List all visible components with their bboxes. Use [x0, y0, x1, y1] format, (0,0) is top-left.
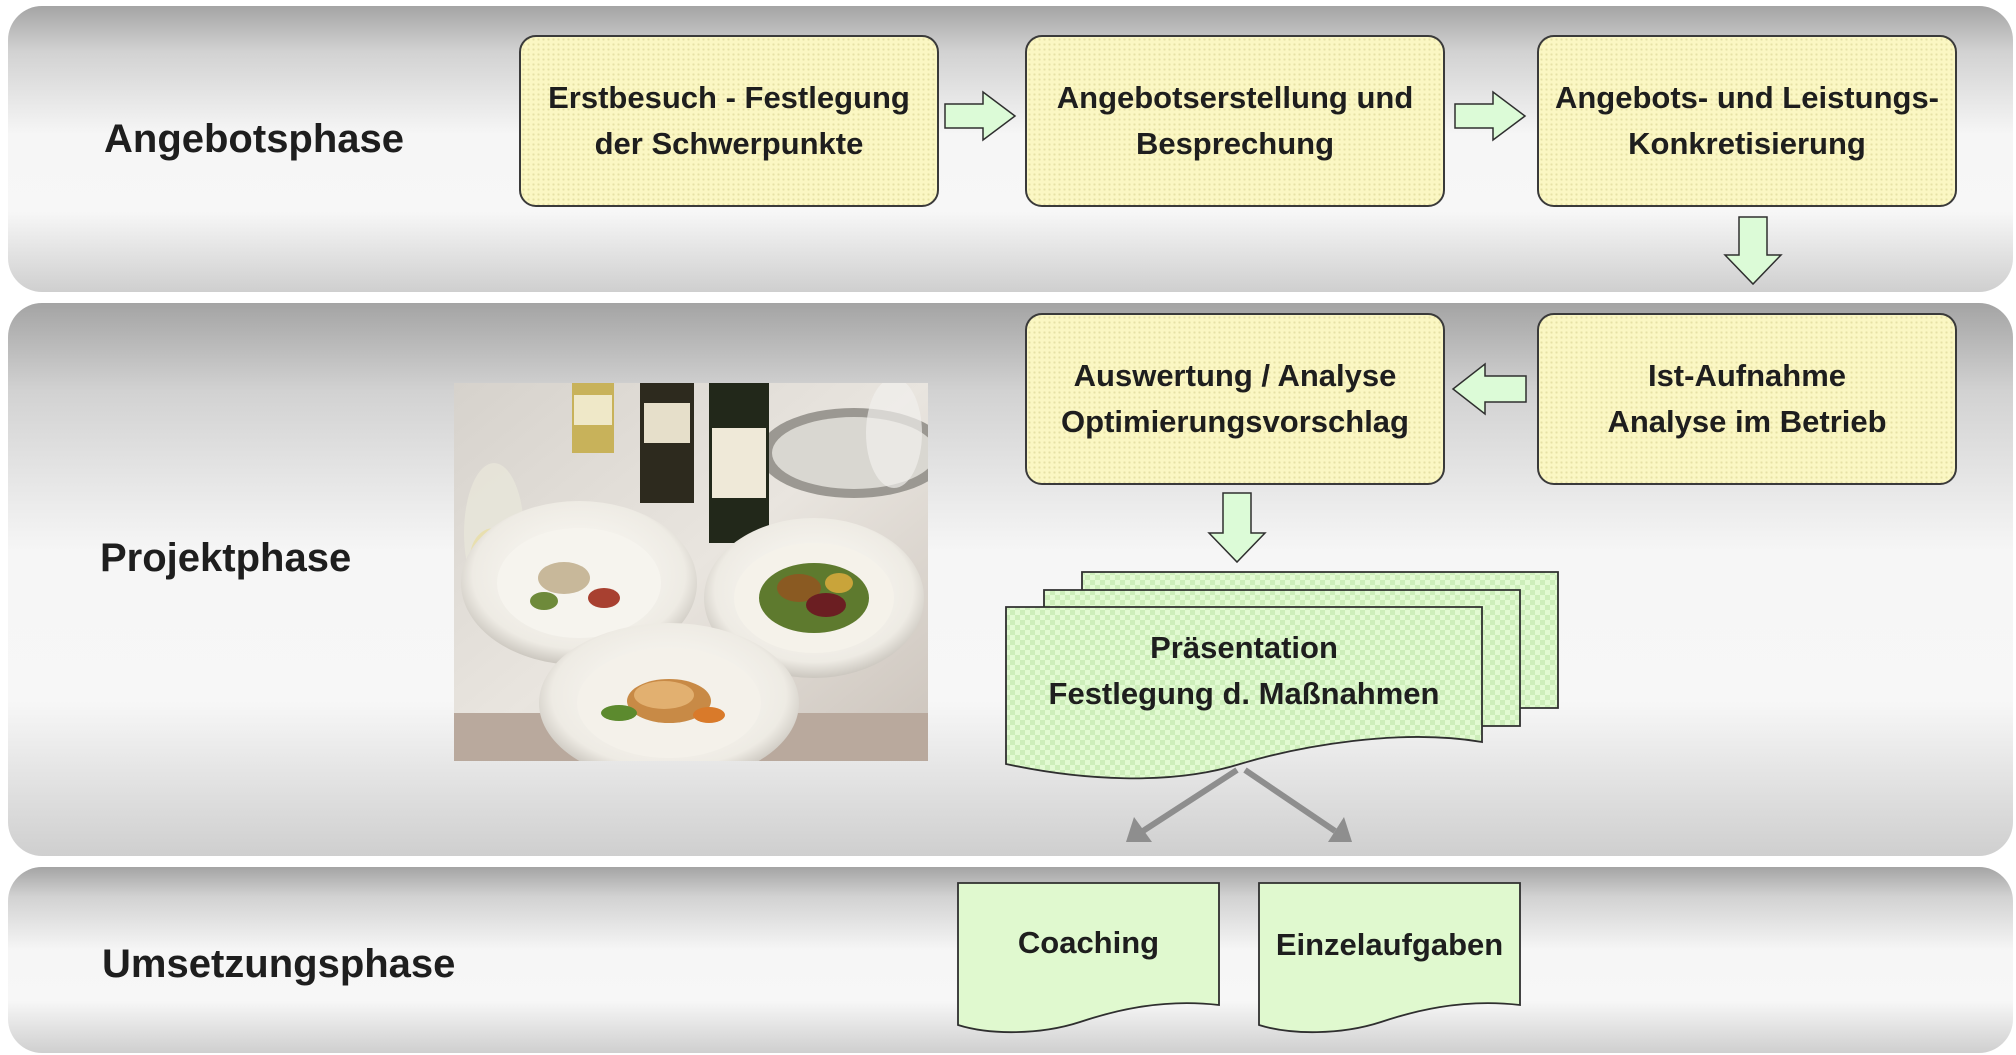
step-offer-specification-label: Angebots- und Leistungs- Konkretisierung — [1554, 80, 1940, 161]
step-as-is-recording: Ist-Aufnahme Analyse im Betrieb — [1537, 313, 1957, 485]
arrow-down-1-icon — [1723, 216, 1783, 286]
step-offer-creation: Angebotserstellung und Besprechung — [1025, 35, 1445, 207]
step-offer-creation-label: Angebotserstellung und Besprechung — [1056, 80, 1414, 161]
step-coaching: Coaching — [958, 920, 1219, 966]
arrow-left-1-icon — [1451, 362, 1527, 416]
individual-tasks-document — [1258, 882, 1521, 1034]
step-first-visit-label: Erstbesuch - Festlegung der Schwerpunkte — [548, 80, 910, 161]
connector-to-individual-tasks — [1243, 767, 1352, 842]
step-evaluation-label: Auswertung / Analyse Optimierungsvorschl… — [1061, 358, 1409, 439]
phase-label-offer: Angebotsphase — [104, 117, 405, 161]
arrow-down-2-icon — [1207, 492, 1267, 564]
arrow-right-1-icon — [944, 90, 1017, 142]
phase-label-project: Projektphase — [100, 536, 352, 580]
step-individual-tasks-label: Einzelaufgaben — [1275, 927, 1504, 962]
step-evaluation: Auswertung / Analyse Optimierungsvorschl… — [1025, 313, 1445, 485]
step-presentation-label: Präsentation Festlegung d. Maßnahmen — [1048, 630, 1440, 711]
step-presentation: Präsentation Festlegung d. Maßnahmen — [1006, 622, 1482, 720]
step-offer-specification: Angebots- und Leistungs- Konkretisierung — [1537, 35, 1957, 207]
step-individual-tasks: Einzelaufgaben — [1259, 922, 1520, 968]
connector-to-coaching — [1126, 767, 1239, 842]
dinner-table-photo — [454, 383, 928, 761]
coaching-document — [957, 882, 1220, 1034]
presentation-document-front — [1005, 606, 1483, 780]
step-first-visit: Erstbesuch - Festlegung der Schwerpunkte — [519, 35, 939, 207]
step-as-is-recording-label: Ist-Aufnahme Analyse im Betrieb — [1607, 358, 1887, 439]
step-coaching-label: Coaching — [1017, 925, 1160, 960]
arrow-right-2-icon — [1454, 90, 1527, 142]
phase-label-implementation: Umsetzungsphase — [102, 942, 456, 986]
dinner-table-photo-icon — [454, 383, 928, 761]
